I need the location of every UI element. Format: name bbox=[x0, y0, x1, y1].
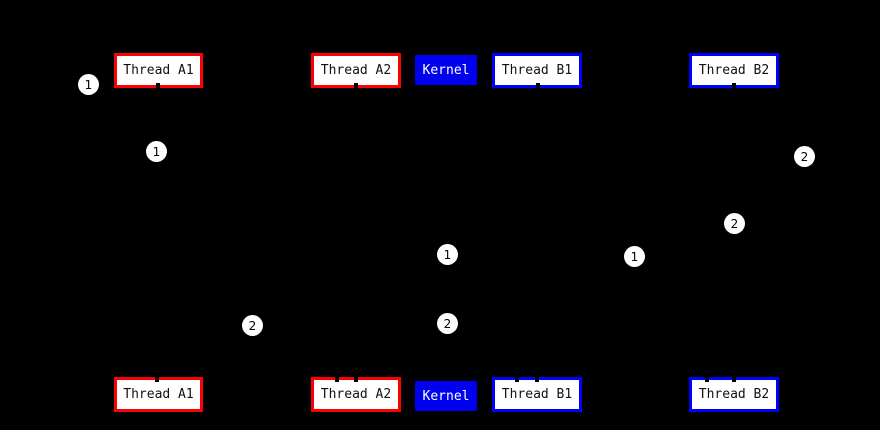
step-marker-1b: 1 bbox=[146, 141, 167, 162]
step-marker-1a: 1 bbox=[78, 74, 99, 95]
line-stub bbox=[354, 376, 358, 382]
line-stub bbox=[536, 83, 540, 89]
line-stub bbox=[335, 376, 339, 382]
line-stub bbox=[732, 83, 736, 89]
line-stub bbox=[705, 376, 709, 382]
line-stub bbox=[515, 376, 519, 382]
line-stub bbox=[732, 376, 736, 382]
line-stub bbox=[156, 83, 160, 89]
step-marker-2d: 2 bbox=[242, 315, 263, 336]
step-marker-1d: 1 bbox=[624, 246, 645, 267]
thread-b1-box-bottom: Thread B1 bbox=[492, 377, 582, 412]
thread-a1-box-top: Thread A1 bbox=[114, 53, 203, 88]
line-stub bbox=[535, 376, 539, 382]
step-marker-1c: 1 bbox=[437, 244, 458, 265]
step-marker-2b: 2 bbox=[724, 213, 745, 234]
thread-b2-box-bottom: Thread B2 bbox=[689, 377, 779, 412]
step-marker-2a: 2 bbox=[794, 146, 815, 167]
step-marker-2c: 2 bbox=[437, 313, 458, 334]
line-stub bbox=[354, 83, 358, 89]
thread-a2-box-bottom: Thread A2 bbox=[311, 377, 401, 412]
line-stub bbox=[155, 376, 159, 382]
thread-a1-box-bottom: Thread A1 bbox=[114, 377, 203, 412]
thread-b1-box-top: Thread B1 bbox=[492, 53, 582, 88]
kernel-box-top: Kernel bbox=[415, 55, 477, 85]
kernel-box-bottom: Kernel bbox=[415, 381, 477, 411]
